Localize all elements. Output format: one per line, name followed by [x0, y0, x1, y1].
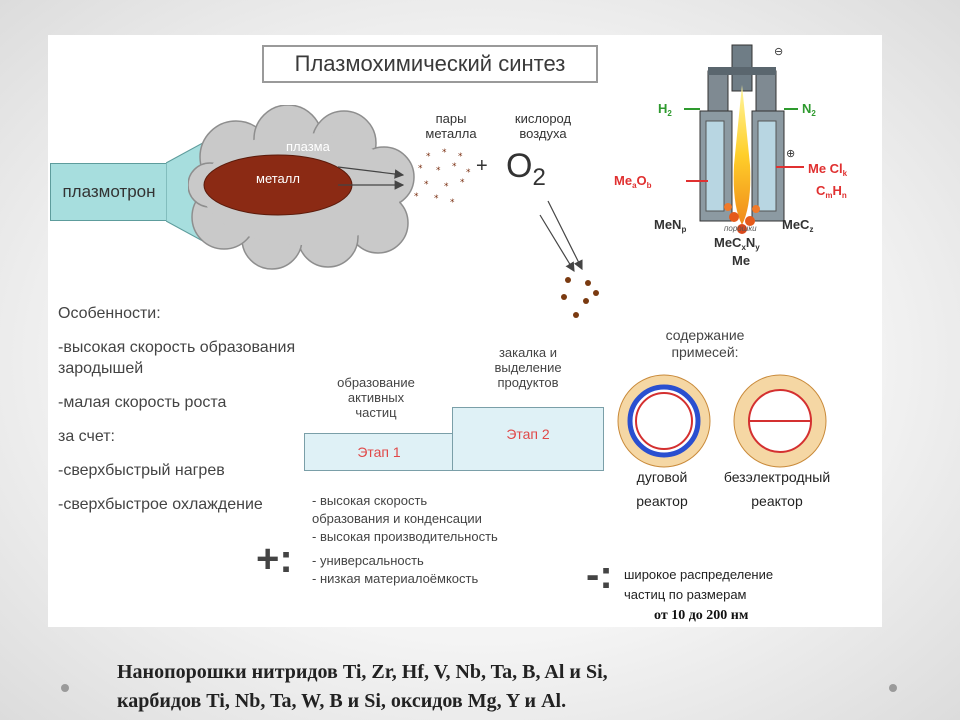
- svg-text:*: *: [460, 178, 465, 188]
- reactor-rings: [617, 374, 827, 468]
- metal-vapor-particles: *** **** *** ***: [414, 148, 471, 208]
- svg-text:порошки: порошки: [724, 224, 757, 233]
- svg-text:Me Clk: Me Clk: [808, 161, 848, 178]
- svg-text:MeCz: MeCz: [782, 217, 813, 234]
- arc-reactor-ring: [617, 374, 711, 468]
- advantage-item: образования и конденсации: [312, 511, 482, 526]
- size-range: от 10 до 200 нм: [654, 608, 749, 623]
- advantage-item: - универсальность: [312, 553, 424, 568]
- plasma-label: плазма: [286, 139, 330, 154]
- disadvantages-sign: -:: [586, 553, 613, 597]
- svg-text:MeaOb: MeaOb: [614, 173, 652, 190]
- feature-item: -малая скорость роста: [58, 394, 227, 411]
- slide-title: Плазмохимический синтез: [262, 45, 598, 83]
- slide-panel: Плазмохимический синтез плазмотрон плазм…: [48, 35, 882, 627]
- feature-item: -сверхбыстрый нагрев: [58, 462, 225, 479]
- svg-text:MeNp: MeNp: [654, 217, 686, 234]
- disadvantage-item: широкое распределение: [624, 567, 774, 582]
- advantage-item: - низкая материалоёмкость: [312, 571, 479, 586]
- footer-text: Нанопорошки нитридов Ti, Zr, Hf, V, Nb, …: [117, 661, 608, 712]
- feature-item: -сверхбыстрое охлаждение: [58, 496, 263, 513]
- svg-text:*: *: [466, 168, 471, 178]
- svg-text:⊕: ⊕: [786, 148, 795, 160]
- oxide-particles: [561, 277, 599, 318]
- advantage-item: - высокая производительность: [312, 529, 498, 544]
- svg-text:H2: H2: [658, 101, 672, 118]
- svg-text:*: *: [418, 164, 423, 174]
- svg-text:Me: Me: [732, 253, 750, 268]
- features-heading: Особенности:: [58, 305, 161, 322]
- plus-sign: +: [476, 155, 488, 177]
- svg-text:*: *: [434, 194, 439, 204]
- plasmatron-box: плазмотрон: [50, 163, 168, 221]
- reactor-schematic: ⊖ ⊕ H2 N2 MeaOb Me Clk CmHn порошки MeNp…: [614, 44, 848, 268]
- nav-dot-right: [889, 684, 897, 692]
- advantages-sign: +:: [256, 537, 293, 581]
- features-list: Особенности: -высокая скорость образован…: [58, 303, 308, 528]
- stage1-box: Этап 1: [304, 433, 454, 471]
- stage2-box: Этап 2: [452, 407, 604, 471]
- svg-text:*: *: [424, 180, 429, 190]
- advantage-item: - высокая скорость: [312, 493, 428, 508]
- svg-text:CmHn: CmHn: [816, 183, 847, 200]
- disadvantages-list: широкое распределение частиц по размерам: [624, 565, 874, 605]
- nav-dot-left: [61, 684, 69, 692]
- advantages-list: - высокая скорость образования и конденс…: [312, 493, 612, 589]
- disadvantage-item: частиц по размерам: [624, 587, 747, 602]
- electrodeless-reactor-ring: [733, 374, 827, 468]
- oxygen-formula: O2: [506, 147, 546, 191]
- metal-label: металл: [256, 171, 300, 186]
- svg-text:*: *: [450, 198, 455, 208]
- svg-text:N2: N2: [802, 101, 816, 118]
- svg-text:*: *: [442, 148, 447, 158]
- feature-item: за счет:: [58, 428, 115, 445]
- svg-text:*: *: [452, 162, 457, 172]
- svg-text:*: *: [444, 182, 449, 192]
- svg-text:*: *: [458, 152, 463, 162]
- svg-text:MeCxNy: MeCxNy: [714, 235, 760, 252]
- svg-text:⊖: ⊖: [774, 46, 783, 58]
- svg-text:*: *: [426, 152, 431, 162]
- plasma-cloud: [188, 105, 415, 270]
- feature-item: -высокая скорость образования зародышей: [58, 339, 296, 377]
- svg-text:*: *: [414, 192, 419, 202]
- flow-arrows: *** **** *** ***: [337, 148, 599, 318]
- svg-text:*: *: [436, 166, 441, 176]
